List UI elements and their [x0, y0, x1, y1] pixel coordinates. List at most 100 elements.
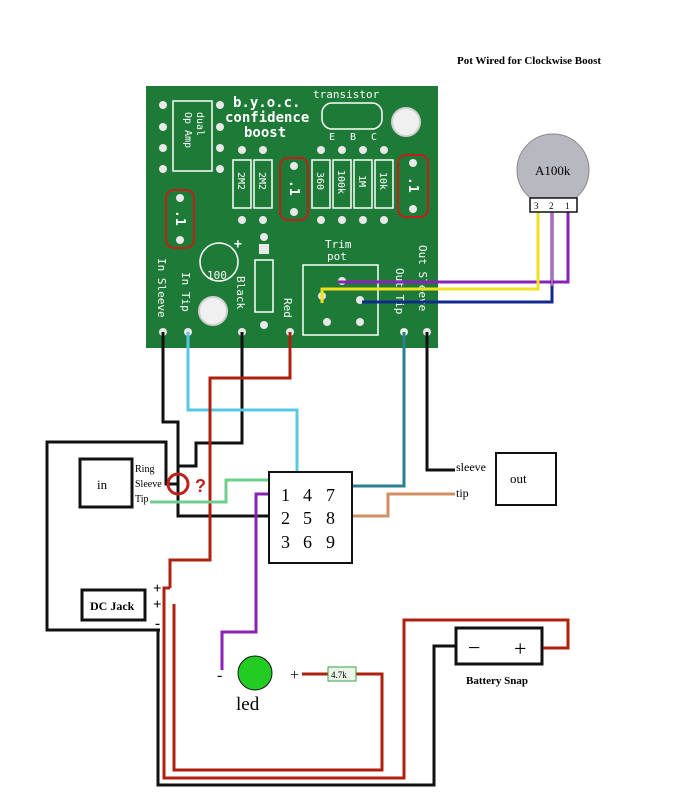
- pad-label-in-sleeve: In Sleeve: [155, 258, 168, 318]
- out-jack-label: out: [510, 471, 527, 486]
- pot-label: A100k: [535, 163, 571, 178]
- wire-yellow-pot: [320, 206, 540, 303]
- electrolytic-plus: +: [234, 237, 242, 252]
- wire-black-out-sleeve: [425, 332, 455, 472]
- battery-box: [454, 626, 544, 666]
- pad-label-in-tip: In Tip: [179, 272, 192, 312]
- dc-jack: DC Jack + + -: [80, 581, 162, 632]
- wire-black-ground: [156, 630, 456, 787]
- pad-decor-1: [159, 101, 167, 109]
- out-jack: out sleeve tip: [456, 452, 557, 506]
- led-resistor: 4.7k: [302, 666, 357, 682]
- trim-pot-text-2: pot: [327, 250, 347, 263]
- pad-decor-15: [359, 146, 367, 154]
- in-jack: in Ring Sleeve Tip ?: [78, 457, 206, 509]
- wire-red-battery-run: [176, 618, 568, 780]
- cap-1-label: .1: [172, 210, 187, 226]
- in-jack-mark-circle: [166, 472, 190, 496]
- out-jack-tip: tip: [456, 486, 469, 500]
- trim-pot-pad-5: [356, 318, 364, 326]
- led-label: led: [236, 694, 260, 715]
- pot-pin-3: 3: [534, 201, 539, 211]
- footswitch: 1 4 7 2 5 8 3 6 9: [268, 471, 353, 564]
- pad-decor-12: [259, 216, 267, 224]
- led-plus: +: [290, 667, 299, 684]
- dc-jack-plus-1: +: [153, 581, 162, 597]
- mounting-hole-top: [391, 107, 421, 137]
- pad-decor-19: [359, 216, 367, 224]
- wire-red-pad: [168, 332, 292, 588]
- pot-pin-1: 1: [565, 201, 570, 211]
- cap-1-pad-b: [176, 236, 184, 244]
- cap-2-label: .1: [286, 180, 301, 196]
- solder-pads: [159, 101, 431, 336]
- wire-red-dc-resistor: [162, 586, 176, 780]
- pad-decor-20: [380, 216, 388, 224]
- pcb-resistor-5-label: 1M: [356, 175, 367, 187]
- led: led - +: [217, 655, 299, 715]
- pcb-resistor-5: [353, 159, 373, 209]
- pad-label-out-sleeve: Out Sleeve: [416, 245, 429, 311]
- cap-1-highlight: [165, 189, 195, 249]
- pcb-resistor-3-label: 360: [314, 172, 325, 190]
- wire-tan-switch8: [336, 492, 455, 518]
- ebc-e: E: [329, 132, 335, 143]
- pad-decor-2: [159, 123, 167, 131]
- battery-minus: −: [468, 635, 480, 660]
- in-jack-question: ?: [195, 476, 206, 496]
- wire-cyan-in-tip: [186, 332, 299, 488]
- resistor-body: [327, 666, 357, 682]
- led-minus: -: [217, 667, 222, 684]
- pad-label-out-tip: Out Tip: [393, 268, 406, 314]
- opamp-text-1: dual: [194, 112, 205, 136]
- pad-decor-13: [317, 146, 325, 154]
- pot-pin-2: 2: [549, 201, 554, 211]
- trim-pot-outline: [302, 264, 379, 336]
- potentiometer: A100k 3 2 1: [516, 133, 590, 213]
- wire-black-pad: [176, 332, 281, 518]
- battery-label: Battery Snap: [466, 675, 528, 687]
- wire-red-dc-plus: [172, 604, 384, 772]
- pad-decor-16: [380, 146, 388, 154]
- pad-decor-4: [159, 165, 167, 173]
- switch-pin-2: 2: [281, 508, 290, 528]
- pcb-resistor-1: [232, 159, 252, 209]
- pad-decor-21: [260, 321, 268, 329]
- pad-label-black: Black: [234, 276, 247, 309]
- pad-decor-3: [159, 144, 167, 152]
- dc-jack-plus-2: +: [153, 597, 162, 613]
- pad-decor-10: [259, 146, 267, 154]
- in-jack-sleeve: Sleeve: [135, 479, 162, 490]
- ebc-c: C: [371, 132, 377, 143]
- switch-pin-3: 3: [281, 532, 290, 552]
- switch-pin-5: 5: [303, 508, 312, 528]
- pcb-resistor-6: [374, 159, 394, 209]
- cap-2-pad-a: [290, 162, 298, 170]
- pcb-resistor-6-label: 10k: [377, 172, 388, 190]
- cap-3-pad-b: [409, 205, 417, 213]
- out-jack-box: [495, 452, 557, 506]
- wire-red-battery: [542, 618, 570, 650]
- transistor-outline: [321, 102, 383, 130]
- in-jack-ring: Ring: [135, 464, 154, 475]
- pcb-resistor-4-label: 100k: [335, 170, 346, 194]
- switch-pin-9: 9: [326, 532, 335, 552]
- wire-black-in-sleeve: [161, 332, 180, 484]
- dc-jack-label: DC Jack: [90, 599, 135, 613]
- diode-outline: [254, 259, 274, 313]
- dc-jack-box: [80, 588, 147, 622]
- switch-pin-7: 7: [326, 485, 335, 505]
- pcb-resistor-3: [311, 159, 331, 209]
- pad-decor-6: [216, 123, 224, 131]
- in-jack-label: in: [97, 477, 108, 492]
- wire-teal-out-tip: [322, 332, 406, 488]
- trim-pot-text-1: Trim: [325, 238, 352, 251]
- pcb-resistor-2-label: 2M2: [256, 172, 267, 190]
- ebc-b: B: [350, 132, 356, 143]
- wire-purple-led: [220, 492, 281, 670]
- pcb-board: b.y.o.c. confidence boost transistor E B…: [146, 86, 438, 348]
- pad-decor-14: [338, 146, 346, 154]
- mounting-hole-bottom: [198, 296, 228, 326]
- in-jack-tip: Tip: [135, 494, 149, 505]
